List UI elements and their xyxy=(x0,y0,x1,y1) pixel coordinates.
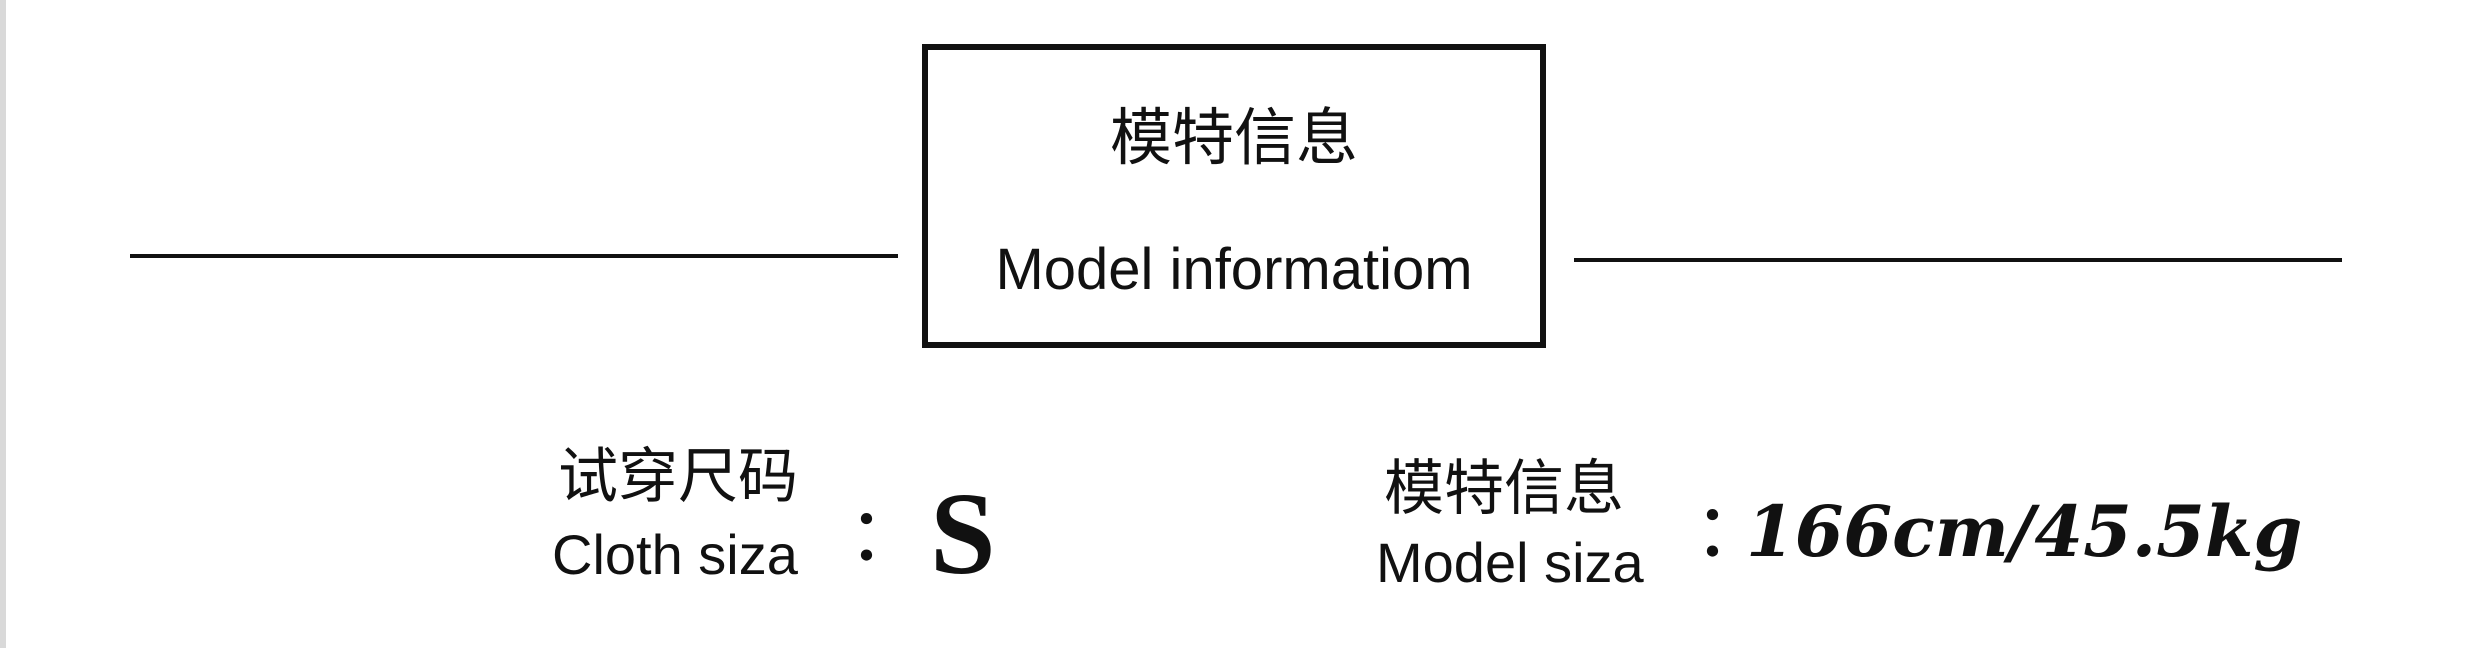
model-size-label-chinese: 模特信息 xyxy=(1384,454,1624,524)
cloth-size-colon: ： xyxy=(848,493,922,576)
header-title-english: Model informatiom xyxy=(995,237,1473,302)
left-divider-line xyxy=(130,254,898,258)
cloth-size-value: S xyxy=(930,468,996,599)
cloth-size-label-english: Cloth siza xyxy=(552,523,798,586)
model-size-colon: ： xyxy=(1694,489,1768,572)
header-title-chinese: 模特信息 xyxy=(1109,101,1358,174)
model-size-value: 166cm/45.5kg xyxy=(1746,490,2303,573)
cloth-size-label-chinese: 试穿尺码 xyxy=(558,442,798,512)
right-divider-line xyxy=(1574,258,2342,262)
header-box: 模特信息 Model informatiom xyxy=(922,44,1546,348)
model-size-label-english: Model siza xyxy=(1376,531,1644,594)
left-edge-strip xyxy=(0,0,6,648)
